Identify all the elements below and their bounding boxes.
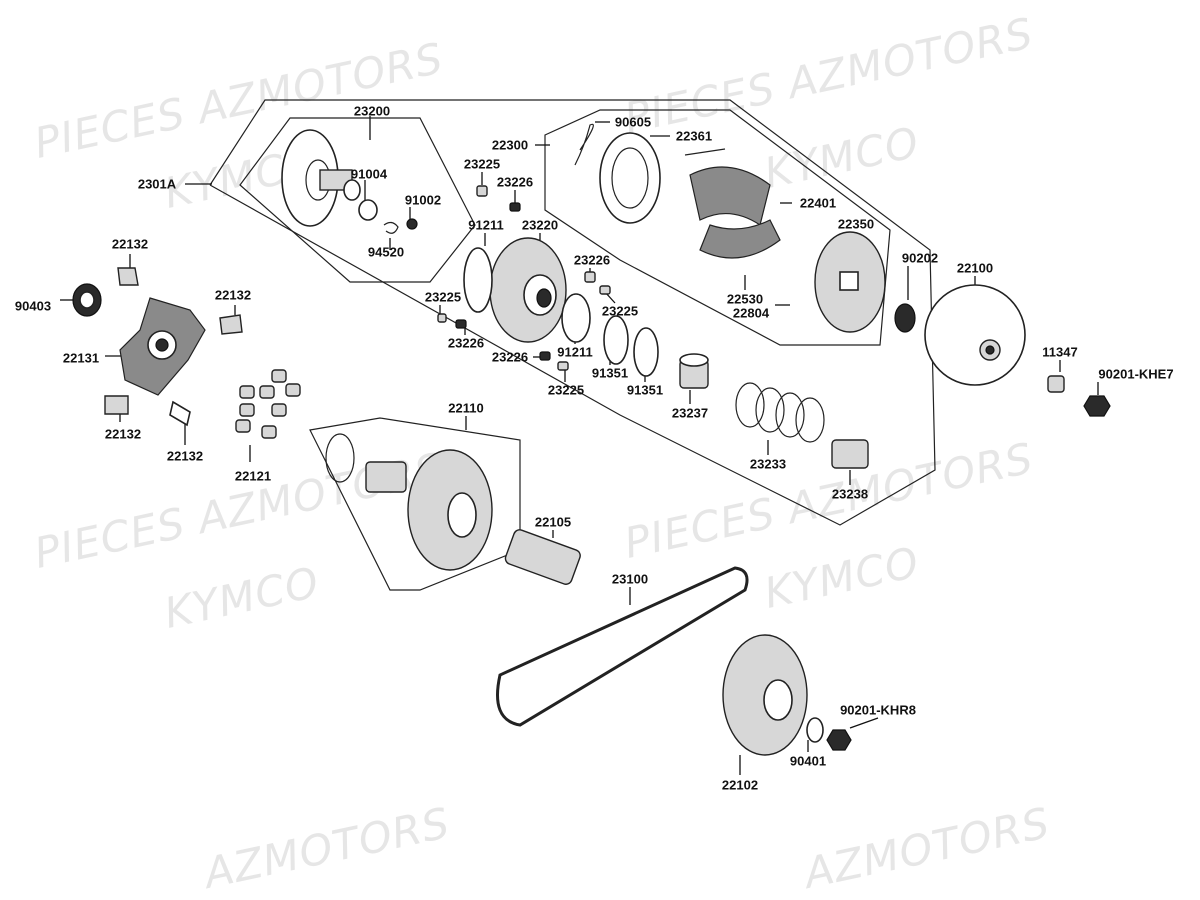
driven-face-22110 [325, 433, 493, 571]
clutch-carrier-22350 [814, 231, 886, 333]
nut-90201-khe7 [1083, 395, 1111, 417]
drive-face-23200 [281, 129, 418, 234]
drive-face-group-outline [239, 117, 476, 283]
label-22132: 22132 [111, 236, 149, 252]
label-22132: 22132 [166, 448, 204, 464]
collar-23237 [679, 353, 709, 389]
label-22105: 22105 [534, 514, 572, 530]
collar-23238 [831, 439, 869, 469]
bushing-11347 [1047, 375, 1065, 393]
clutch-group-outline [544, 109, 891, 346]
label-22530: 22530 [726, 291, 764, 307]
slider-pieces-22132 [104, 267, 243, 427]
label-91211: 91211 [557, 344, 593, 360]
nut-90201-khr8 [826, 729, 852, 751]
label-22804: 22804 [732, 305, 770, 321]
spring-23233 [735, 382, 825, 443]
label-23226: 23226 [573, 252, 611, 268]
label-23225: 23225 [463, 156, 501, 172]
leader-line [849, 717, 879, 729]
clutch-plate-22361 [599, 132, 661, 224]
spring-90605 [574, 123, 594, 166]
label-90201-KHE7: 90201-KHE7 [1098, 366, 1174, 382]
label-90605: 90605 [614, 114, 652, 130]
label-22131: 22131 [62, 350, 100, 366]
label-22401: 22401 [799, 195, 837, 211]
label-91002: 91002 [404, 192, 442, 208]
nut-90202 [894, 303, 916, 333]
o-ring-91211 [561, 293, 591, 343]
label-11347: 11347 [1042, 344, 1078, 360]
label-22361: 22361 [675, 128, 713, 144]
label-22100: 22100 [956, 260, 994, 276]
label-23226: 23226 [496, 174, 534, 190]
label-90202: 90202 [901, 250, 939, 266]
sleeve-22105 [504, 529, 581, 585]
label-90401: 90401 [789, 753, 827, 769]
leader-lines [60, 116, 1099, 775]
pins-23225-23226 [437, 185, 611, 371]
label-91351: 91351 [626, 382, 664, 398]
label-91351: 91351 [591, 365, 629, 381]
o-ring-91351 [633, 327, 659, 377]
spring-22361 [684, 148, 726, 156]
ramp-plate-22131 [119, 297, 206, 396]
label-91004: 91004 [350, 166, 388, 182]
label-23237: 23237 [671, 405, 709, 421]
movable-drive-face-23220 [489, 237, 567, 343]
label-23200: 23200 [353, 103, 391, 119]
label-22132: 22132 [214, 287, 252, 303]
label-23100: 23100 [611, 571, 649, 587]
label-91211: 91211 [468, 217, 504, 233]
washer-90401 [806, 717, 824, 743]
label-23226: 23226 [447, 335, 485, 351]
label-90201-KHR8: 90201-KHR8 [840, 702, 916, 718]
weight-rollers-22121 [235, 369, 301, 439]
label-23238: 23238 [831, 486, 869, 502]
o-ring-91211 [463, 247, 493, 313]
label-94520: 94520 [367, 244, 405, 260]
label-22121: 22121 [234, 468, 272, 484]
label-23226: 23226 [491, 349, 529, 365]
label-23225: 23225 [547, 382, 585, 398]
label-22102: 22102 [721, 777, 759, 793]
washer-90403 [72, 283, 102, 317]
label-22132: 22132 [104, 426, 142, 442]
label-23225: 23225 [424, 289, 462, 305]
label-23233: 23233 [749, 456, 787, 472]
label-22300: 22300 [491, 137, 529, 153]
fan-drive-face-22102 [722, 634, 808, 756]
label-22110: 22110 [448, 400, 484, 416]
label-90403: 90403 [14, 298, 52, 314]
clutch-bell-22100 [924, 284, 1026, 386]
label-23225: 23225 [601, 303, 639, 319]
label-2301A: 2301A [137, 176, 177, 192]
drive-belt-23100 [496, 566, 749, 727]
o-ring-91351 [603, 315, 629, 365]
label-22350: 22350 [837, 216, 875, 232]
clutch-shoes-22401 [689, 166, 781, 259]
label-23220: 23220 [521, 217, 559, 233]
